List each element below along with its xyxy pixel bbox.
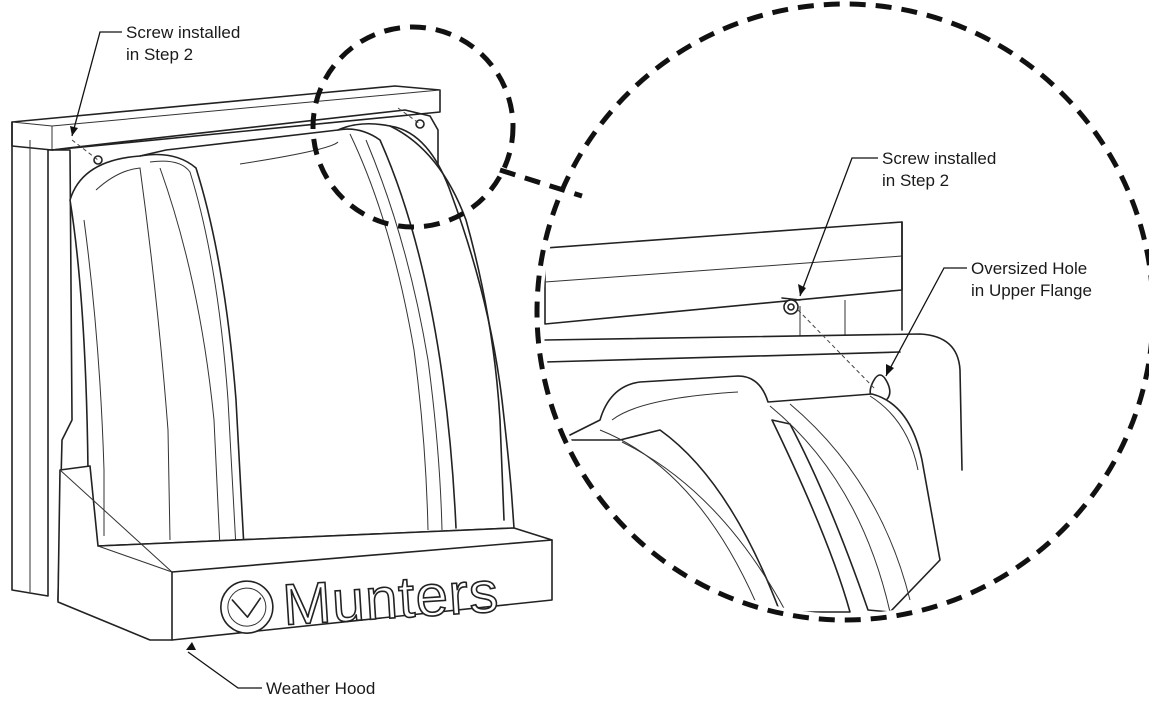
zoom-hood-top: [559, 375, 941, 613]
back-flange: [51, 109, 439, 181]
arrow-weather-hood: [186, 642, 196, 650]
arrow-screw-left: [70, 126, 78, 136]
label-screw-installed-left: Screw installed in Step 2: [126, 23, 241, 64]
screw-left: [93, 155, 103, 165]
arrow-oversized-hole: [886, 364, 894, 376]
arrow-screw-zoom: [798, 284, 806, 296]
weather-hood-drawing: Munters: [11, 85, 553, 641]
munters-logo: Munters: [220, 559, 502, 639]
leader-screw-left: [71, 31, 122, 137]
leader-screw-zoom: [799, 157, 878, 297]
munters-wordmark: Munters: [281, 559, 501, 637]
detail-circle-large: [534, 1, 1149, 623]
leader-weather-hood: [187, 651, 262, 689]
zoom-screw: [783, 299, 799, 315]
detail-circle-small: [310, 24, 516, 230]
frame-left-side: [11, 121, 49, 597]
munters-logo-mark: [220, 580, 274, 634]
zoom-frame-bar: [544, 221, 903, 325]
leader-oversized-hole: [885, 267, 967, 377]
screw-right: [415, 119, 425, 129]
hood-body: [69, 122, 515, 547]
hood-base: [57, 465, 553, 641]
label-screw-installed-detail: Screw installed in Step 2: [882, 149, 997, 190]
label-oversized-hole: Oversized Hole in Upper Flange: [971, 259, 1092, 300]
label-weather-hood: Weather Hood: [266, 679, 376, 698]
detail-connector: [499, 167, 583, 199]
zoom-detail-drawing: [544, 221, 963, 613]
